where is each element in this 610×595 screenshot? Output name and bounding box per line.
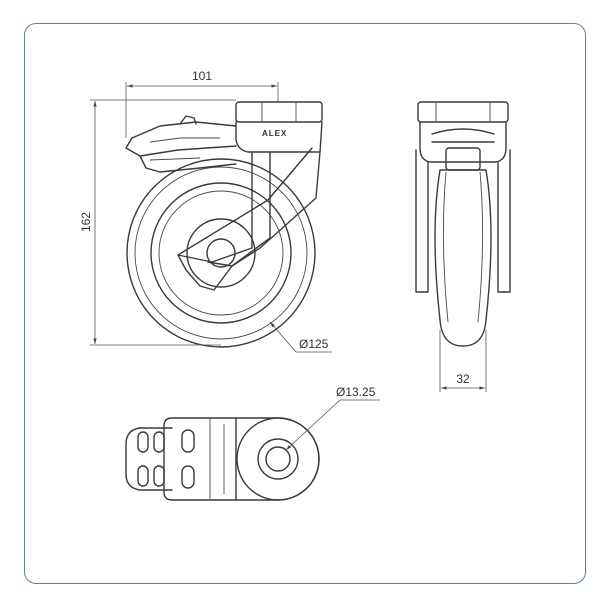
wheel-rim-inner — [158, 190, 284, 316]
dim-label-wheel-diameter: Ø125 — [299, 337, 329, 351]
wheel-rim — [150, 182, 292, 324]
swivel-head — [235, 101, 323, 123]
dim-label-offset-width: 101 — [192, 69, 212, 83]
wheel-tread — [134, 166, 308, 340]
dim-label-bolt-hole-diameter: Ø13.25 — [336, 385, 376, 399]
top-bolt-hole — [265, 446, 291, 472]
brake-pedal — [125, 121, 237, 157]
top-swivel-circle — [236, 417, 320, 501]
brand-label: ALEX — [262, 129, 287, 138]
front-brake-block — [445, 147, 481, 171]
side-view: ALEX 101 162 Ø125 — [79, 69, 332, 353]
top-brake-pedal — [125, 427, 173, 491]
front-swivel-head — [417, 101, 509, 123]
front-wheel-profile — [434, 169, 492, 347]
wheel-outer — [126, 158, 316, 348]
front-fork-top — [419, 121, 507, 163]
top-body — [163, 417, 237, 501]
top-bolt-boss — [257, 438, 299, 480]
front-view: 32 — [415, 101, 511, 392]
front-fork-leg-left — [415, 149, 429, 293]
dim-label-wheel-width: 32 — [456, 372, 470, 386]
dim-label-total-height: 162 — [79, 212, 93, 232]
fork-bottom — [177, 254, 233, 291]
fork-top — [235, 121, 323, 153]
axle — [206, 238, 236, 268]
hub-outer — [186, 218, 256, 288]
fork-arm — [177, 147, 313, 263]
front-fork-leg-right — [497, 149, 511, 293]
drawing-frame — [24, 23, 586, 584]
top-view: Ø13.25 — [125, 385, 380, 501]
